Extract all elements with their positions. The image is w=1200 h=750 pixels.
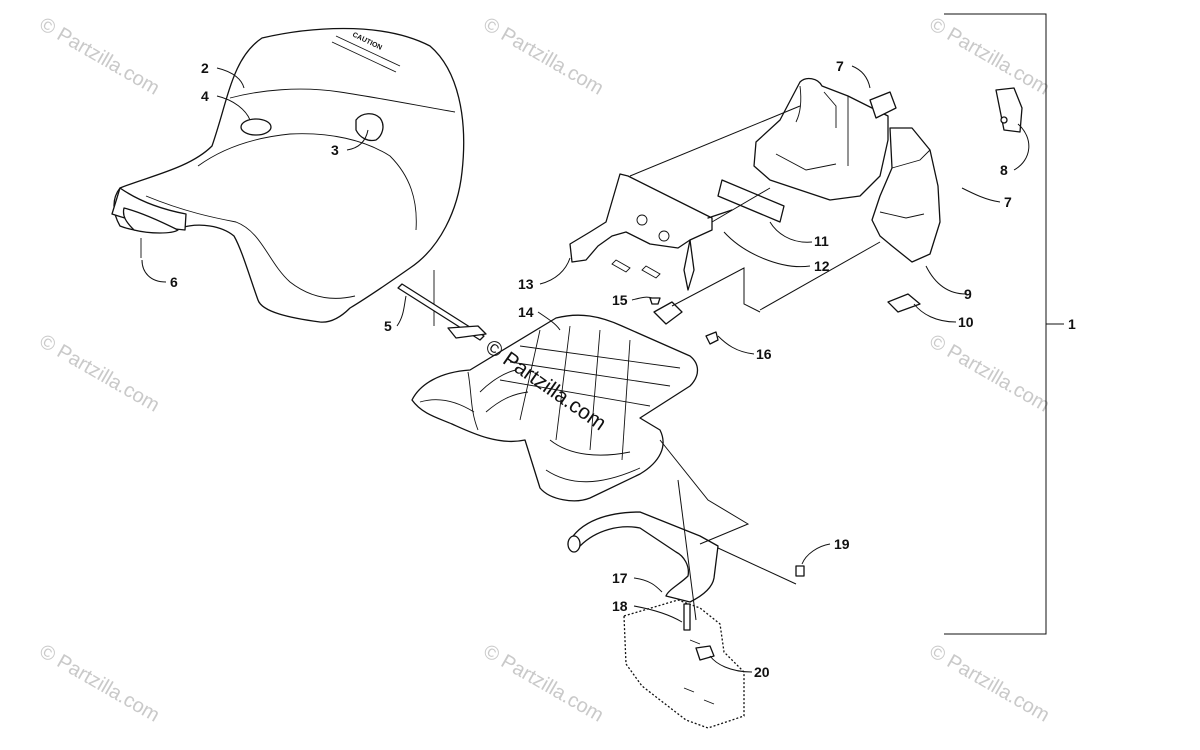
- callout-10: 10: [958, 314, 974, 330]
- leader-lines: [141, 65, 1030, 673]
- callout-19: 19: [834, 536, 850, 552]
- callout-17: 17: [612, 570, 628, 586]
- callout-11: 11: [814, 233, 829, 249]
- callout-3: 3: [331, 142, 339, 158]
- bracket-plate-part: [569, 173, 713, 325]
- callout-5: 5: [384, 318, 392, 334]
- watermark: © Partzilla.com: [926, 13, 1054, 99]
- assembly-bracket: [944, 13, 1064, 635]
- watermark: © Partzilla.com: [480, 640, 608, 726]
- callout-14: 14: [518, 304, 534, 320]
- assembly-lines: [629, 105, 881, 621]
- callout-6: 6: [170, 274, 178, 290]
- callout-4: 4: [201, 88, 209, 104]
- callout-15: 15: [612, 292, 628, 308]
- small-parts: [649, 87, 1023, 577]
- callout-7-top: 7: [836, 58, 844, 74]
- callout-9: 9: [964, 286, 972, 302]
- strap-part: [397, 283, 487, 341]
- callout-12: 12: [814, 258, 830, 274]
- callout-labels: 1 2 3 4 5 6 7 7 8 9 10 11 12 13 14 15 16…: [170, 58, 1076, 680]
- watermark: © Partzilla.com: [926, 330, 1054, 416]
- fender-plate-part: [623, 599, 745, 729]
- seat-part: CAUTION: [111, 27, 465, 326]
- callout-20: 20: [754, 664, 770, 680]
- handle-part: [567, 511, 719, 603]
- callout-16: 16: [756, 346, 772, 362]
- storage-tray-part: [411, 314, 699, 502]
- rear-bracket-part: [753, 77, 941, 263]
- watermark: © Partzilla.com: [926, 640, 1054, 726]
- callout-13: 13: [518, 276, 534, 292]
- callout-1: 1: [1068, 316, 1076, 332]
- callout-18: 18: [612, 598, 628, 614]
- watermark: © Partzilla.com: [480, 13, 608, 99]
- callout-2: 2: [201, 60, 209, 76]
- callout-7-right: 7: [1004, 194, 1012, 210]
- watermark: © Partzilla.com: [36, 330, 164, 416]
- callout-8: 8: [1000, 162, 1008, 178]
- watermark: © Partzilla.com: [36, 13, 164, 99]
- watermark: © Partzilla.com: [36, 640, 164, 726]
